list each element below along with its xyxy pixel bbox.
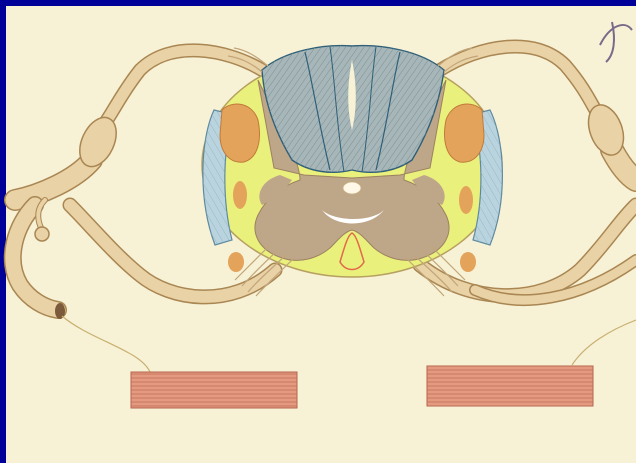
central-canal (343, 182, 361, 194)
right-ventral-patch (460, 252, 476, 272)
right-spinocerebellar-patch (459, 186, 473, 214)
left-ventral-patch (228, 252, 244, 272)
left-spinocerebellar-patch (233, 181, 247, 209)
left-muscle (131, 372, 297, 408)
left-posterolateral-tract (220, 104, 259, 162)
right-posterolateral-tract (445, 104, 484, 162)
right-muscle (427, 366, 593, 406)
left-nerve-bulb (35, 227, 49, 241)
